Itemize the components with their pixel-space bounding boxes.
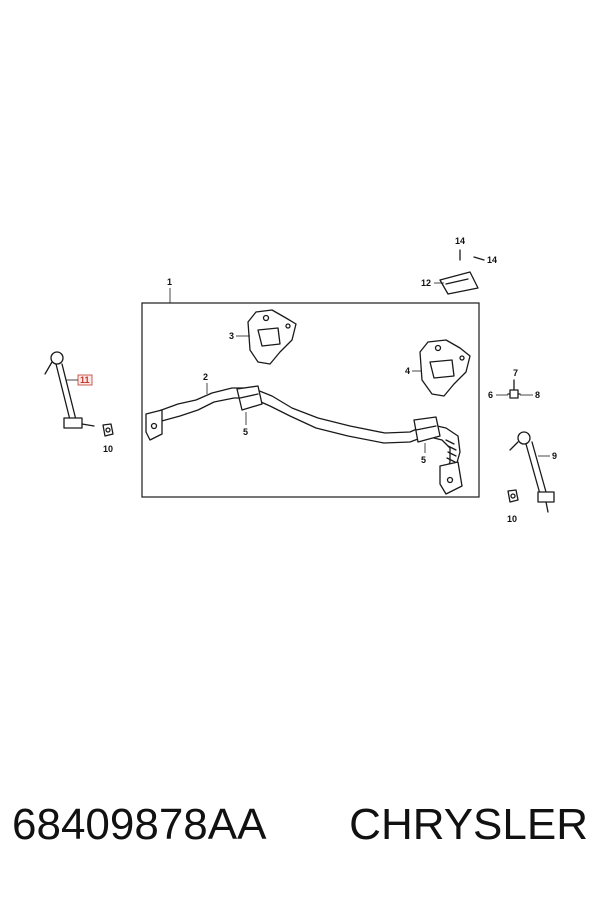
bar-bushing-right: [413, 416, 441, 443]
callout-5-left: 5: [243, 427, 248, 437]
callout-10-left: 10: [103, 444, 113, 454]
footer: 68409878AA CHRYSLER: [0, 800, 600, 860]
bushing-bracket-left: [247, 309, 297, 365]
part-number: 68409878AA: [12, 800, 267, 849]
callout-9: 9: [552, 451, 557, 461]
brand-name: CHRYSLER: [349, 800, 588, 849]
stabilizer-bar: [145, 387, 463, 495]
callout-7: 7: [513, 368, 518, 378]
callout-11: 11: [80, 375, 90, 385]
stabilizer-link-left: [44, 351, 95, 429]
callout-1: 1: [167, 277, 172, 287]
callout-2: 2: [203, 372, 208, 382]
callout-12: 12: [421, 278, 431, 288]
nut-right: [507, 489, 519, 503]
bar-bushing-left: [236, 385, 263, 411]
callout-14-top: 14: [455, 236, 465, 246]
callout-14-right: 14: [487, 255, 497, 265]
callout-8: 8: [535, 390, 540, 400]
callout-6: 6: [488, 390, 493, 400]
clip-assembly: [507, 379, 521, 399]
callout-5-right: 5: [421, 455, 426, 465]
shield-plate: [439, 271, 479, 295]
screw-14-right: [473, 256, 485, 261]
callout-3: 3: [229, 331, 234, 341]
callout-10-right: 10: [507, 514, 517, 524]
nut-left: [102, 423, 114, 437]
assembly-frame: [141, 302, 480, 498]
callout-4: 4: [405, 366, 410, 376]
stabilizer-link-right: [509, 431, 555, 513]
bushing-bracket-right: [419, 339, 471, 397]
